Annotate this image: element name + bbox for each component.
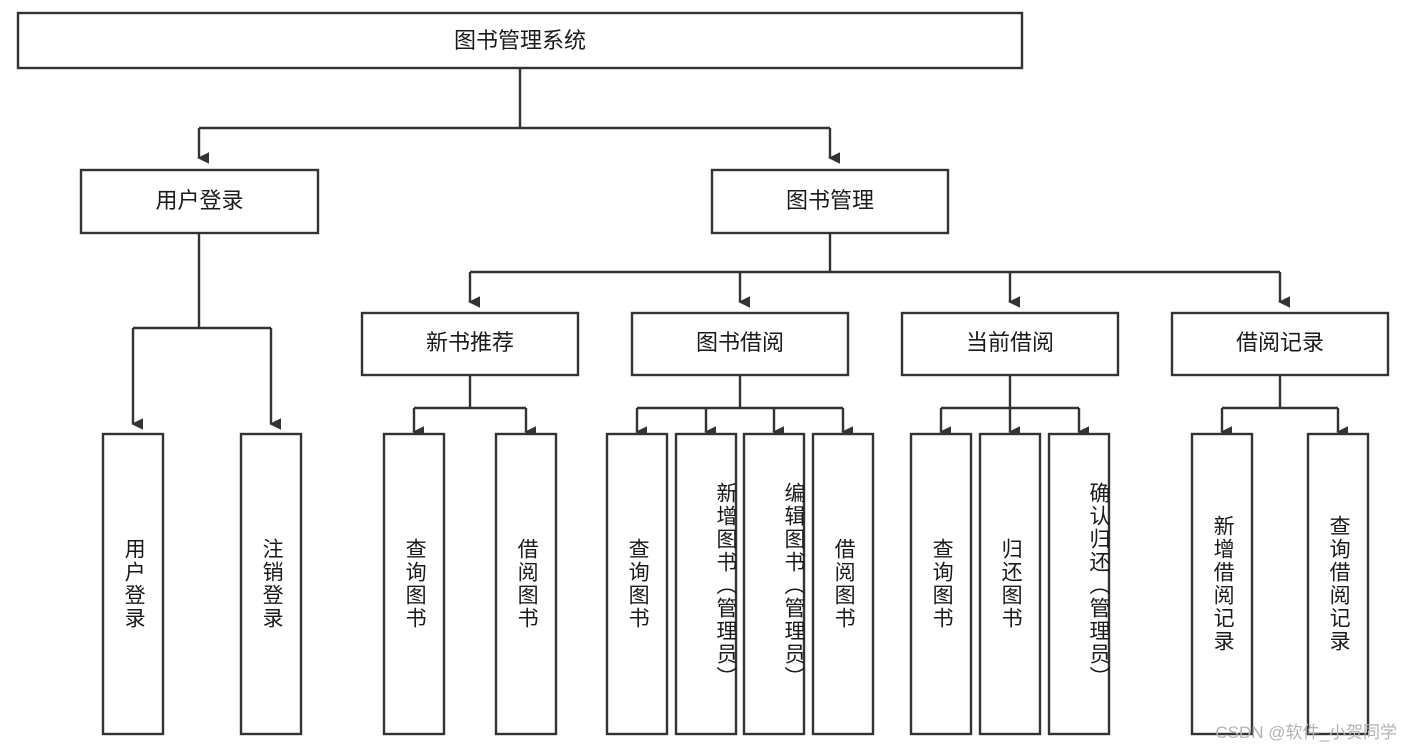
node-book-borrow-label: 图书借阅 <box>696 330 784 355</box>
leaf-box-book-borrow-4[interactable] <box>811 432 875 736</box>
leaf-box-new-book-1[interactable] <box>382 432 446 736</box>
node-root-book-management-system[interactable] <box>16 11 1024 70</box>
leaf-box-book-borrow-1[interactable] <box>605 432 669 736</box>
leaf-box-current-borrow-2[interactable] <box>978 432 1042 736</box>
leaf-box-book-borrow-2[interactable] <box>674 432 738 736</box>
node-borrow-record-label: 借阅记录 <box>1236 330 1324 355</box>
node-book-management-label: 图书管理 <box>786 188 874 213</box>
node-book-borrow[interactable] <box>630 311 850 377</box>
leaf-box-new-book-2[interactable] <box>494 432 558 736</box>
leaf-box-user-login-1[interactable] <box>101 432 165 736</box>
node-user-login[interactable] <box>79 168 320 235</box>
leaf-box-current-borrow-1[interactable] <box>909 432 973 736</box>
leaf-box-user-login-2[interactable] <box>239 432 303 736</box>
node-book-management[interactable] <box>710 168 950 235</box>
node-borrow-record[interactable] <box>1170 311 1390 377</box>
leaf-box-borrow-record-2[interactable] <box>1306 432 1370 736</box>
leaf-box-borrow-record-1[interactable] <box>1190 432 1254 736</box>
node-new-book-recommend[interactable] <box>360 311 580 377</box>
node-current-borrow-label: 当前借阅 <box>966 330 1054 355</box>
leaf-box-current-borrow-3[interactable] <box>1047 432 1111 736</box>
node-root-label: 图书管理系统 <box>454 28 586 53</box>
node-user-login-label: 用户登录 <box>155 188 243 213</box>
node-new-book-recommend-label: 新书推荐 <box>426 330 514 355</box>
node-current-borrow[interactable] <box>900 311 1120 377</box>
leaf-box-book-borrow-3[interactable] <box>742 432 806 736</box>
